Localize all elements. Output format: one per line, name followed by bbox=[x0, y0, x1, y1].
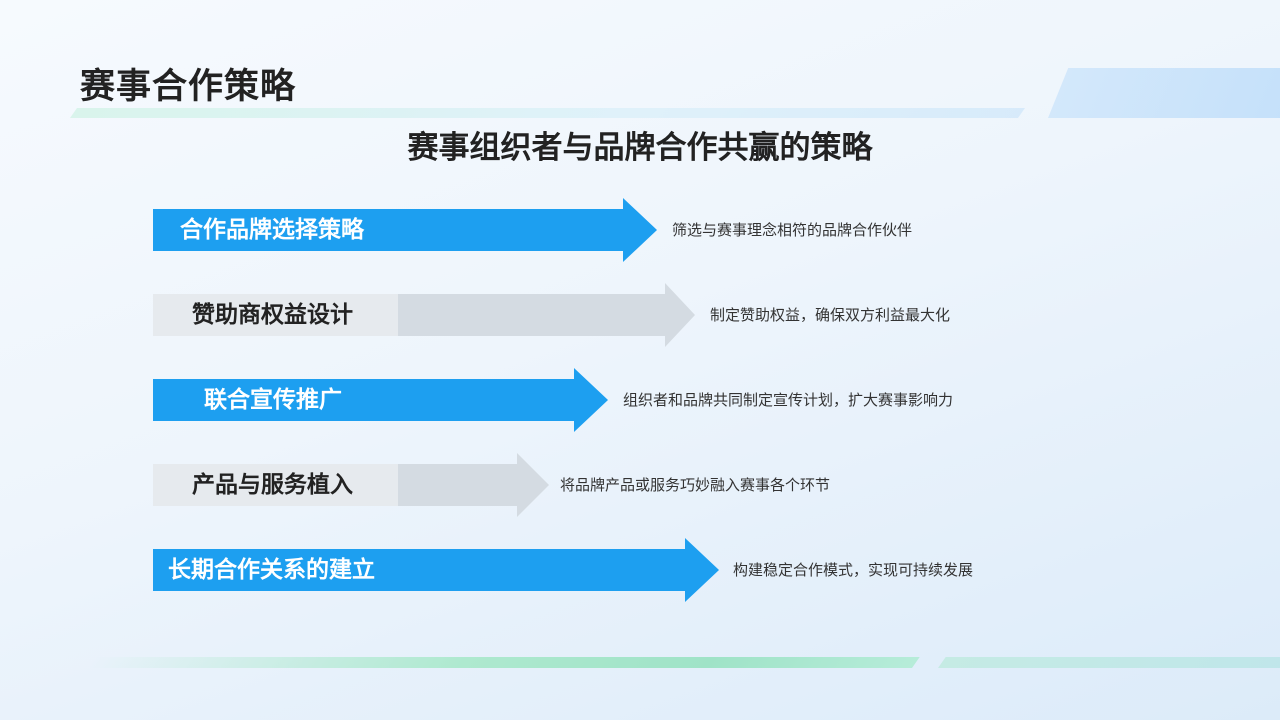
step-2-arrow-shape bbox=[153, 283, 695, 347]
step-5-description: 构建稳定合作模式，实现可持续发展 bbox=[733, 561, 974, 579]
step-4-arrow-shape bbox=[153, 453, 549, 517]
step-2-description: 制定赞助权益，确保双方利益最大化 bbox=[710, 306, 951, 324]
step-3-label: 联合宣传推广 bbox=[204, 387, 342, 413]
step-4-description: 将品牌产品或服务巧妙融入赛事各个环节 bbox=[560, 476, 831, 494]
step-5-arrow-shape bbox=[153, 538, 719, 602]
bottom-decor-band-left bbox=[88, 657, 920, 668]
top-decor-band bbox=[70, 108, 1026, 118]
page-title: 赛事合作策略 bbox=[80, 67, 297, 107]
diagram-subtitle-text: 赛事组织者与品牌合作共赢的策略 bbox=[407, 130, 873, 166]
step-1-description: 筛选与赛事理念相符的品牌合作伙伴 bbox=[672, 221, 913, 239]
step-5-label: 长期合作关系的建立 bbox=[168, 557, 375, 583]
step-4-label: 产品与服务植入 bbox=[192, 472, 353, 498]
step-3-description: 组织者和品牌共同制定宣传计划，扩大赛事影响力 bbox=[623, 391, 954, 409]
step-1-label: 合作品牌选择策略 bbox=[180, 217, 364, 243]
bottom-decor-band-right bbox=[938, 657, 1280, 668]
top-right-decor-slab bbox=[1048, 68, 1280, 118]
step-2-label: 赞助商权益设计 bbox=[192, 302, 353, 328]
step-3-arrow-shape bbox=[153, 368, 608, 432]
diagram-subtitle: 赛事组织者与品牌合作共赢的策略 bbox=[0, 122, 1280, 167]
step-1-arrow-shape bbox=[153, 198, 657, 262]
